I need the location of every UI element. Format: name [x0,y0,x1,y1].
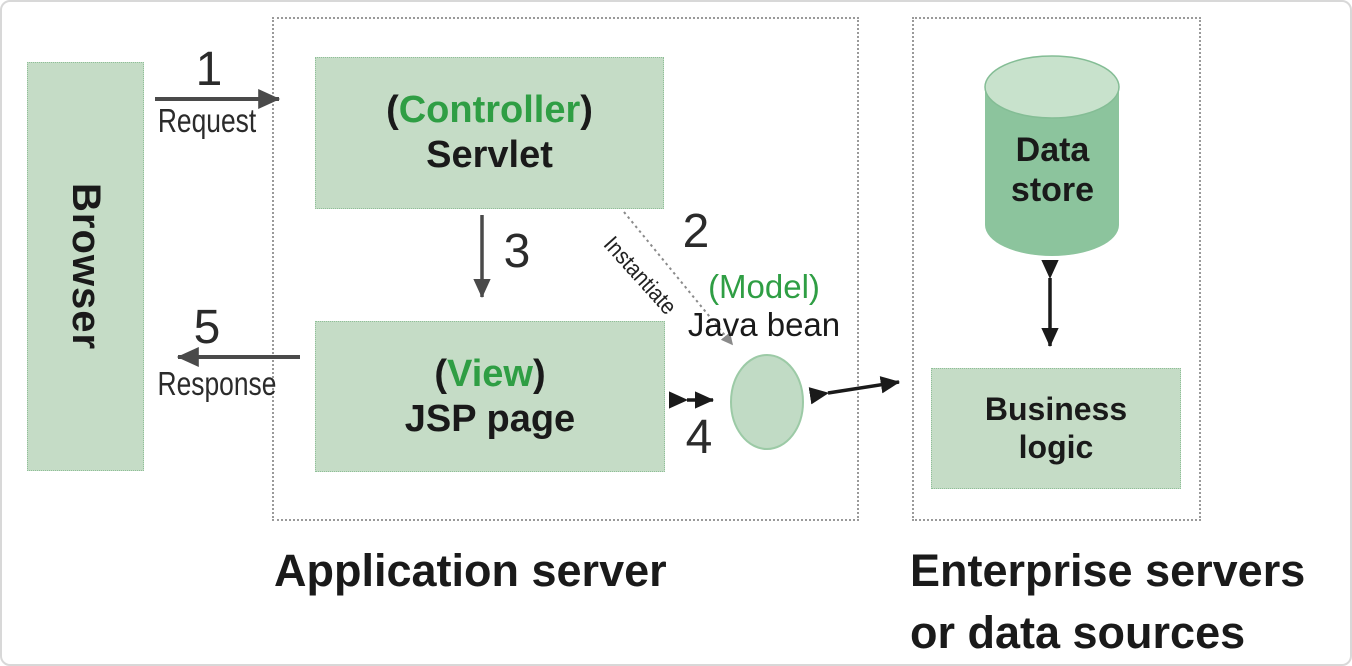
controller-line: (Controller) [386,89,593,132]
model-java-bean-label: (Model) Java bean [654,268,874,345]
step1-request-label: Request [157,102,257,139]
model-line: (Model) [708,268,820,305]
view-line: (View) [434,352,546,395]
browser-label: Browser [64,182,108,351]
application-server-caption: Application server [274,545,667,596]
data-store-label: Data store [1010,131,1095,210]
business-logic-label: Business logic [984,390,1128,465]
enterprise-caption: Enterprise servers or data sources [910,540,1305,664]
step3-number: 3 [503,225,531,278]
enterprise-caption-line1: Enterprise servers [910,545,1306,596]
view-jsp-box: (View) JSP page [315,321,665,472]
browser-box: Browser [27,62,144,471]
application-server-region [272,17,859,521]
controller-servlet-title: (Controller) Servlet [386,88,593,178]
servlet-line: Servlet [426,134,553,176]
step1-number: 1 [195,43,223,96]
enterprise-region [912,17,1201,521]
step2-number: 2 [682,205,710,258]
step5-response-label: Response [157,365,277,402]
enterprise-caption-line2: or data sources [910,607,1246,659]
java-bean-line: Java bean [687,306,841,344]
step5-number: 5 [193,301,221,354]
jsp-page-line: JSP page [404,397,576,440]
controller-servlet-box: (Controller) Servlet [315,57,664,209]
view-jsp-title: (View) JSP page [405,352,575,442]
step4-number: 4 [685,411,713,464]
business-logic-box: Business logic [931,368,1181,489]
